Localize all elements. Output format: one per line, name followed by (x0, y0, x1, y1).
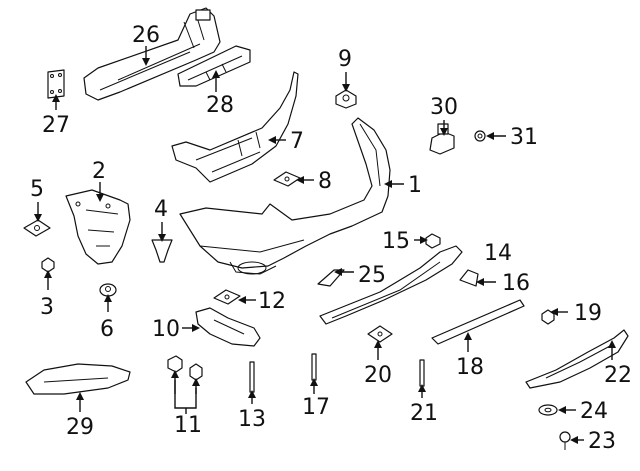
callout-21: 21 (410, 401, 438, 426)
part-22-diffuser (525, 329, 629, 389)
callout-8: 8 (318, 169, 332, 194)
part-8-clip (273, 171, 301, 187)
callout-18: 18 (456, 355, 484, 380)
part-14-molding (319, 245, 463, 325)
part-23-screw (559, 431, 571, 450)
callout-17: 17 (302, 395, 330, 420)
part-11-bolts (167, 355, 203, 381)
part-3-bolt (41, 257, 55, 273)
callout-31: 31 (510, 125, 538, 150)
part-17-stud (311, 353, 317, 381)
callout-5: 5 (30, 177, 44, 202)
callout-25: 25 (358, 263, 386, 288)
part-28-absorber (177, 45, 251, 87)
part-30-sensor-bracket (429, 123, 455, 155)
callout-23: 23 (588, 429, 616, 454)
part-27-plate (47, 69, 65, 99)
callout-15: 15 (382, 229, 410, 254)
callout-3: 3 (40, 295, 54, 320)
callout-6: 6 (100, 317, 114, 342)
callout-11: 11 (174, 413, 202, 438)
callout-28: 28 (206, 93, 234, 118)
callout-29: 29 (66, 415, 94, 440)
part-5-clip (23, 219, 51, 237)
callout-7: 7 (290, 129, 304, 154)
part-26-reinforcement-bar (83, 7, 221, 101)
part-24-washer (538, 404, 558, 416)
callout-1: 1 (408, 173, 422, 198)
part-6-nut (99, 283, 117, 297)
part-12-clip (213, 289, 241, 305)
callout-26: 26 (132, 23, 160, 48)
callout-19: 19 (574, 301, 602, 326)
leader-lines (34, 46, 616, 444)
callout-12: 12 (258, 289, 286, 314)
callout-14: 14 (484, 241, 512, 266)
callout-24: 24 (580, 399, 608, 424)
callout-labels: 26 28 27 9 30 31 7 8 1 2 5 4 3 6 12 10 1… (30, 23, 632, 454)
part-1-bumper-cover (179, 117, 391, 275)
callout-30: 30 (430, 95, 458, 120)
part-7-retainer (171, 71, 299, 183)
part-31-grommet (474, 130, 486, 142)
callout-13: 13 (238, 407, 266, 432)
callout-22: 22 (604, 363, 632, 388)
part-16-clip (459, 269, 479, 287)
part-15-bolt (425, 233, 441, 249)
callout-4: 4 (154, 197, 168, 222)
callout-20: 20 (364, 363, 392, 388)
part-21-stud (419, 359, 425, 387)
part-2-side-bracket (65, 189, 131, 265)
part-20-clip (367, 325, 393, 343)
part-29-lamp-bezel (25, 363, 131, 395)
part-10-trim (195, 307, 261, 347)
callout-27: 27 (42, 113, 70, 138)
part-18-strip (431, 299, 525, 345)
callout-2: 2 (92, 159, 106, 184)
part-9-nut (335, 89, 357, 109)
callout-10: 10 (152, 317, 180, 342)
part-13-stud (249, 361, 255, 393)
part-4-fastener (151, 239, 173, 263)
callout-16: 16 (502, 271, 530, 296)
callout-9: 9 (338, 47, 352, 72)
